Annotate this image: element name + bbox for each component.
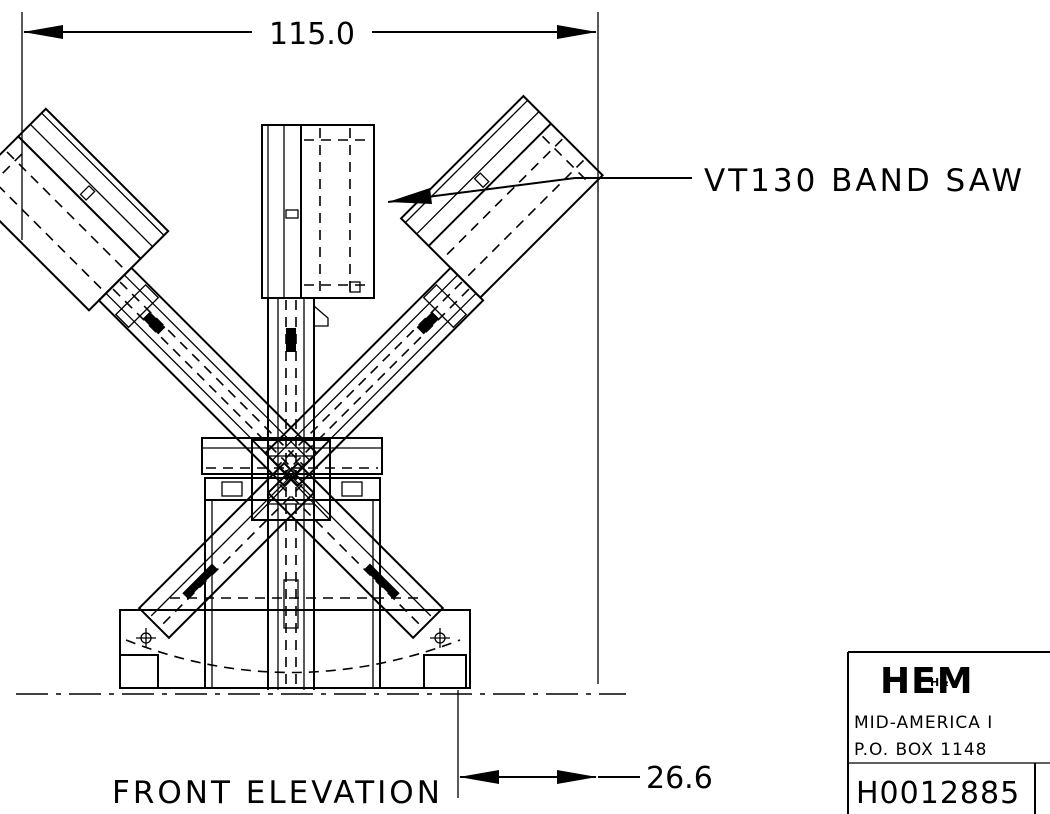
saw-head-vertical <box>261 124 375 299</box>
company-logo: HEM <box>880 661 974 702</box>
offset-dimension: 26.6 <box>457 690 713 798</box>
saw-head-tilted-left <box>263 94 605 488</box>
company-name: MID-AMERICA I <box>854 713 993 733</box>
company-address: P.O. BOX 1148 <box>854 740 987 760</box>
title-block: HEM H& MID-AMERICA I P.O. BOX 1148 H0012… <box>847 651 1050 814</box>
company-logo-small: H& <box>930 676 949 689</box>
lower-support-arms <box>137 461 445 640</box>
callout-label: VT130 BAND SAW <box>704 163 1025 199</box>
overall-width-dimension: 115.0 <box>21 12 599 684</box>
machine-base <box>119 437 471 689</box>
drawing-number: H0012885 <box>856 776 1020 811</box>
band-saw-callout: VT130 BAND SAW <box>387 163 1025 204</box>
pivot-mark-right <box>430 628 450 648</box>
overall-width-value: 115.0 <box>269 17 355 52</box>
offset-value: 26.6 <box>646 761 713 796</box>
callout-arrowhead <box>388 188 432 204</box>
pivot-mark-left <box>136 628 156 648</box>
view-label: FRONT ELEVATION <box>112 775 443 811</box>
